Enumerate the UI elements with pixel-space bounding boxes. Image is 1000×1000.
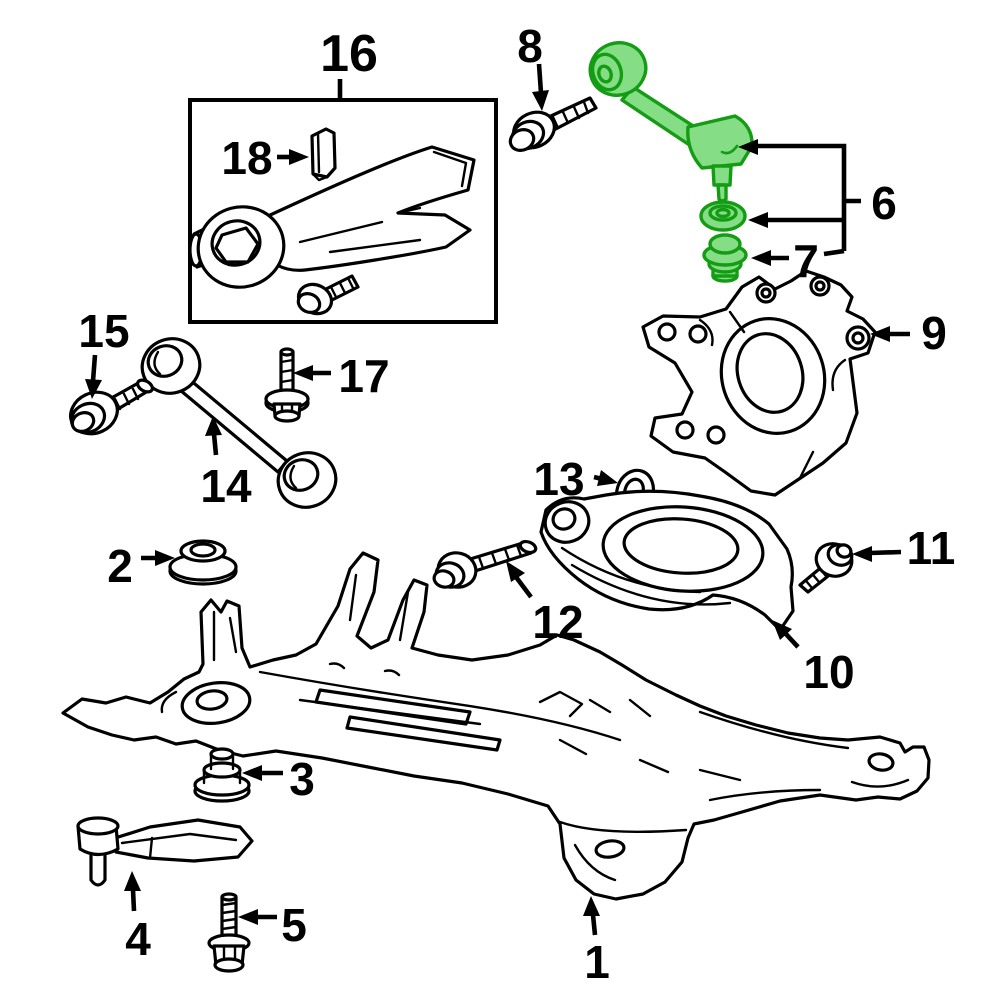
callout-8-label[interactable]: 8 bbox=[517, 20, 543, 72]
callout-3-label[interactable]: 3 bbox=[289, 753, 315, 805]
callout-12-label[interactable]: 12 bbox=[532, 596, 583, 648]
part-5-flange-bolt-drawing[interactable] bbox=[207, 892, 251, 973]
part-10-lower-control-arm-drawing[interactable] bbox=[539, 489, 795, 632]
callout-17-leader bbox=[293, 365, 331, 381]
callout-15-leader bbox=[85, 354, 102, 399]
callout-5-leader bbox=[238, 909, 277, 925]
callout-1-leader bbox=[583, 896, 600, 936]
callout-8-leader bbox=[532, 63, 549, 111]
callout-11-label[interactable]: 11 bbox=[907, 522, 956, 574]
callout-17-label[interactable]: 17 bbox=[338, 350, 389, 402]
callout-13-label[interactable]: 13 bbox=[533, 453, 584, 505]
part-2-stopper-grommet-drawing[interactable] bbox=[168, 539, 238, 586]
callout-4-label[interactable]: 4 bbox=[125, 913, 151, 965]
callout-10-label[interactable]: 10 bbox=[803, 646, 854, 698]
part-6-upper-control-arm-drawing[interactable] bbox=[583, 35, 754, 203]
callout-13-leader bbox=[593, 470, 618, 486]
callout-14-leader bbox=[205, 416, 222, 456]
callout-11-leader bbox=[852, 546, 902, 562]
part-16-reference-box bbox=[188, 98, 498, 324]
callout-2-label[interactable]: 2 bbox=[107, 540, 133, 592]
callout-12-leader bbox=[506, 561, 533, 599]
callout-14-label[interactable]: 14 bbox=[200, 460, 252, 512]
part-14-lateral-link-drawing[interactable] bbox=[135, 331, 344, 516]
callout-2-leader bbox=[141, 550, 175, 566]
callout-9-label[interactable]: 9 bbox=[921, 307, 947, 359]
part-8-flange-bolt-drawing[interactable] bbox=[507, 96, 598, 154]
callout-7-leader bbox=[751, 250, 789, 266]
callout-18-leader bbox=[277, 149, 309, 165]
part-18-stopper-bracket-drawing[interactable] bbox=[310, 127, 337, 182]
part-9-steering-knuckle-drawing[interactable] bbox=[641, 269, 877, 497]
callout-5-label[interactable]: 5 bbox=[281, 899, 307, 951]
callout-18-label[interactable]: 18 bbox=[221, 132, 272, 184]
part-15-flange-bolt-drawing[interactable] bbox=[64, 378, 155, 442]
part-6-washer-drawing[interactable] bbox=[699, 200, 747, 232]
part-16-trailing-arm-assembly-drawing[interactable] bbox=[188, 98, 498, 324]
callout-3-leader bbox=[242, 765, 283, 781]
part-7-arm-bushing-drawing[interactable] bbox=[702, 233, 748, 283]
part-12-flange-bolt-drawing[interactable] bbox=[432, 539, 538, 592]
part-11-flange-bolt-drawing[interactable] bbox=[798, 539, 856, 594]
callout-15-label[interactable]: 15 bbox=[78, 305, 129, 357]
part-1-subframe-crossmember-drawing[interactable] bbox=[61, 551, 931, 901]
callout-9-leader bbox=[870, 326, 910, 342]
callout-1-label[interactable]: 1 bbox=[584, 936, 610, 988]
part-3-stopper-bushing-drawing[interactable] bbox=[193, 747, 251, 803]
callout-6-label[interactable]: 6 bbox=[871, 177, 897, 229]
callout-4-leader bbox=[124, 871, 141, 912]
part-4-bracket-arm-drawing[interactable] bbox=[76, 816, 254, 887]
part-17-stud-bolt-drawing[interactable] bbox=[264, 347, 310, 423]
callout-6-leader bbox=[738, 139, 861, 257]
callout-16-label[interactable]: 16 bbox=[320, 25, 378, 83]
callout-7-label[interactable]: 7 bbox=[793, 235, 819, 287]
callout-10-leader bbox=[772, 620, 800, 649]
